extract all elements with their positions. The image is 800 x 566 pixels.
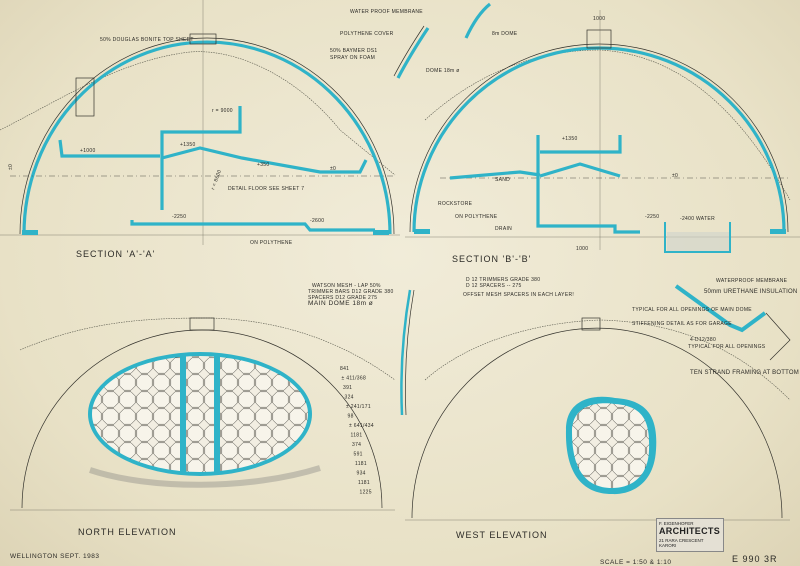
elevation-dimension: 1181 — [358, 480, 370, 486]
elevation-dimension: 841 — [340, 366, 349, 372]
opening-note: STIFFENING DETAIL AS FOR GARAGE — [632, 321, 732, 327]
level-label: -2400 WATER — [680, 216, 715, 222]
mesh-note: SPACERS D12 GRADE 275 — [308, 295, 377, 301]
level-label: -2250 — [172, 214, 186, 220]
note-rockstore: ROCKSTORE — [438, 201, 473, 207]
west-elevation-title: WEST ELEVATION — [456, 530, 548, 540]
drawing-number: E 990 3R — [732, 554, 778, 564]
elevation-dimension: 324 — [345, 395, 354, 401]
elevation-dimension: 1181 — [355, 461, 367, 467]
main-dome-label: MAIN DOME 18m ø — [308, 300, 373, 307]
elevation-dimension: 591 — [354, 452, 363, 458]
north-elevation-title: NORTH ELEVATION — [78, 527, 177, 537]
opening-note: TYPICAL FOR ALL OPENINGS — [688, 344, 766, 350]
note-radius-inner: r = 8600 — [210, 169, 223, 191]
opening-title: TYPICAL FOR ALL OPENINGS OF MAIN DOME — [632, 307, 752, 313]
elevation-dimension: ± 641/434 — [349, 423, 374, 429]
stamp-name: F. EIGENHOFER — [659, 521, 694, 526]
level-label: -2250 — [645, 214, 659, 220]
section-a-drawing: 50% DOUGLAS BONITE TOP SHEET DETAIL FLOO… — [0, 0, 400, 259]
trimmers-note: D 12 TRIMMERS GRADE 380 — [466, 277, 540, 283]
note-polythene: ON POLYTHENE — [250, 240, 293, 246]
note-waterproof: WATER PROOF MEMBRANE — [350, 9, 423, 15]
opening-note-framing: TEN STRAND FRAMING AT BOTTOM — [690, 370, 799, 376]
level-label: +1000 — [80, 148, 96, 154]
elevation-dimension: 374 — [352, 442, 361, 448]
note-radius: r = 9000 — [212, 108, 233, 114]
section-b-title: SECTION 'B'-'B' — [452, 254, 531, 264]
spacers-note: D 12 SPACERS -- 275 — [466, 283, 522, 289]
note-top-sheet: 50% DOUGLAS BONITE TOP SHEET — [100, 37, 194, 43]
note-dome-8m: 8m DOME — [492, 31, 518, 37]
stamp-line: 21 RARA CRESCENT — [659, 538, 704, 543]
level-label: +350 — [257, 162, 269, 168]
elevation-dimension: ± 411/368 — [342, 376, 367, 382]
stamp-line: KARORI — [659, 543, 677, 548]
level-label: ±0 — [8, 164, 14, 170]
opening-detail: TYPICAL FOR ALL OPENINGS OF MAIN DOME WA… — [632, 278, 799, 376]
dim-1000: 1000 — [576, 246, 588, 252]
north-elevation-drawing: 841 ± 411/368 391 324 ± 241/171 98 ± 641/434 11… — [10, 317, 396, 537]
note-sand: SAND — [495, 177, 510, 183]
note-polythene-cover: POLYTHENE COVER — [340, 31, 394, 37]
mesh-note: TRIMMER BARS D12 GRADE 380 — [308, 289, 394, 295]
place-date: WELLINGTON SEPT. 1983 — [10, 553, 100, 560]
dim-1000-top: 1000 — [593, 16, 605, 22]
elevation-dimension: 1225 — [360, 490, 372, 496]
opening-note: 4-D12/380 — [690, 337, 716, 343]
dome-wall-detail: WATER PROOF MEMBRANE POLYTHENE COVER 50%… — [330, 2, 518, 79]
note-dome-18m: DOME 18m ø — [426, 68, 460, 74]
level-label: +1350 — [562, 136, 578, 142]
level-label: -2600 — [310, 218, 324, 224]
west-elevation-drawing: WEST ELEVATION — [405, 317, 791, 540]
stamp-firm: ARCHITECTS — [659, 526, 720, 536]
note-polythene-b: ON POLYTHENE — [455, 214, 498, 220]
note-baymer: 50% BAYMER DS1 — [330, 48, 377, 54]
section-a-title: SECTION 'A'-'A' — [76, 249, 155, 259]
opening-note-insulation: 50mm URETHANE INSULATION — [704, 289, 797, 295]
opening-note: WATERPROOF MEMBRANE — [716, 278, 788, 284]
note-drain: DRAIN — [495, 226, 512, 232]
elevation-dimension: ± 241/171 — [346, 404, 371, 410]
note-detail-floor: DETAIL FLOOR SEE SHEET 7 — [228, 186, 304, 192]
offset-note: OFFSET MESH SPACERS IN EACH LAYER! — [463, 292, 574, 298]
elevation-dimension: 1181 — [351, 433, 363, 439]
section-b-drawing: ROCKSTORE ON POLYTHENE SAND DRAIN 1000 1… — [405, 10, 800, 264]
level-label: ±0 — [672, 173, 678, 179]
reinforcement-notes: WATSON MESH - LAP 50% TRIMMER BARS D12 G… — [308, 277, 574, 416]
mesh-note: WATSON MESH - LAP 50% — [312, 283, 381, 289]
elevation-dimension: 391 — [343, 385, 352, 391]
elevation-dimension: 934 — [357, 471, 366, 477]
elevation-dimension: 98 — [348, 414, 354, 420]
scale-label: SCALE = 1:50 & 1:10 — [600, 559, 671, 566]
architect-stamp: F. EIGENHOFER ARCHITECTS 21 RARA CRESCEN… — [656, 518, 724, 552]
note-spray-foam: SPRAY ON FOAM — [330, 55, 375, 61]
level-label: +1350 — [180, 142, 196, 148]
level-label: ±0 — [330, 166, 336, 172]
